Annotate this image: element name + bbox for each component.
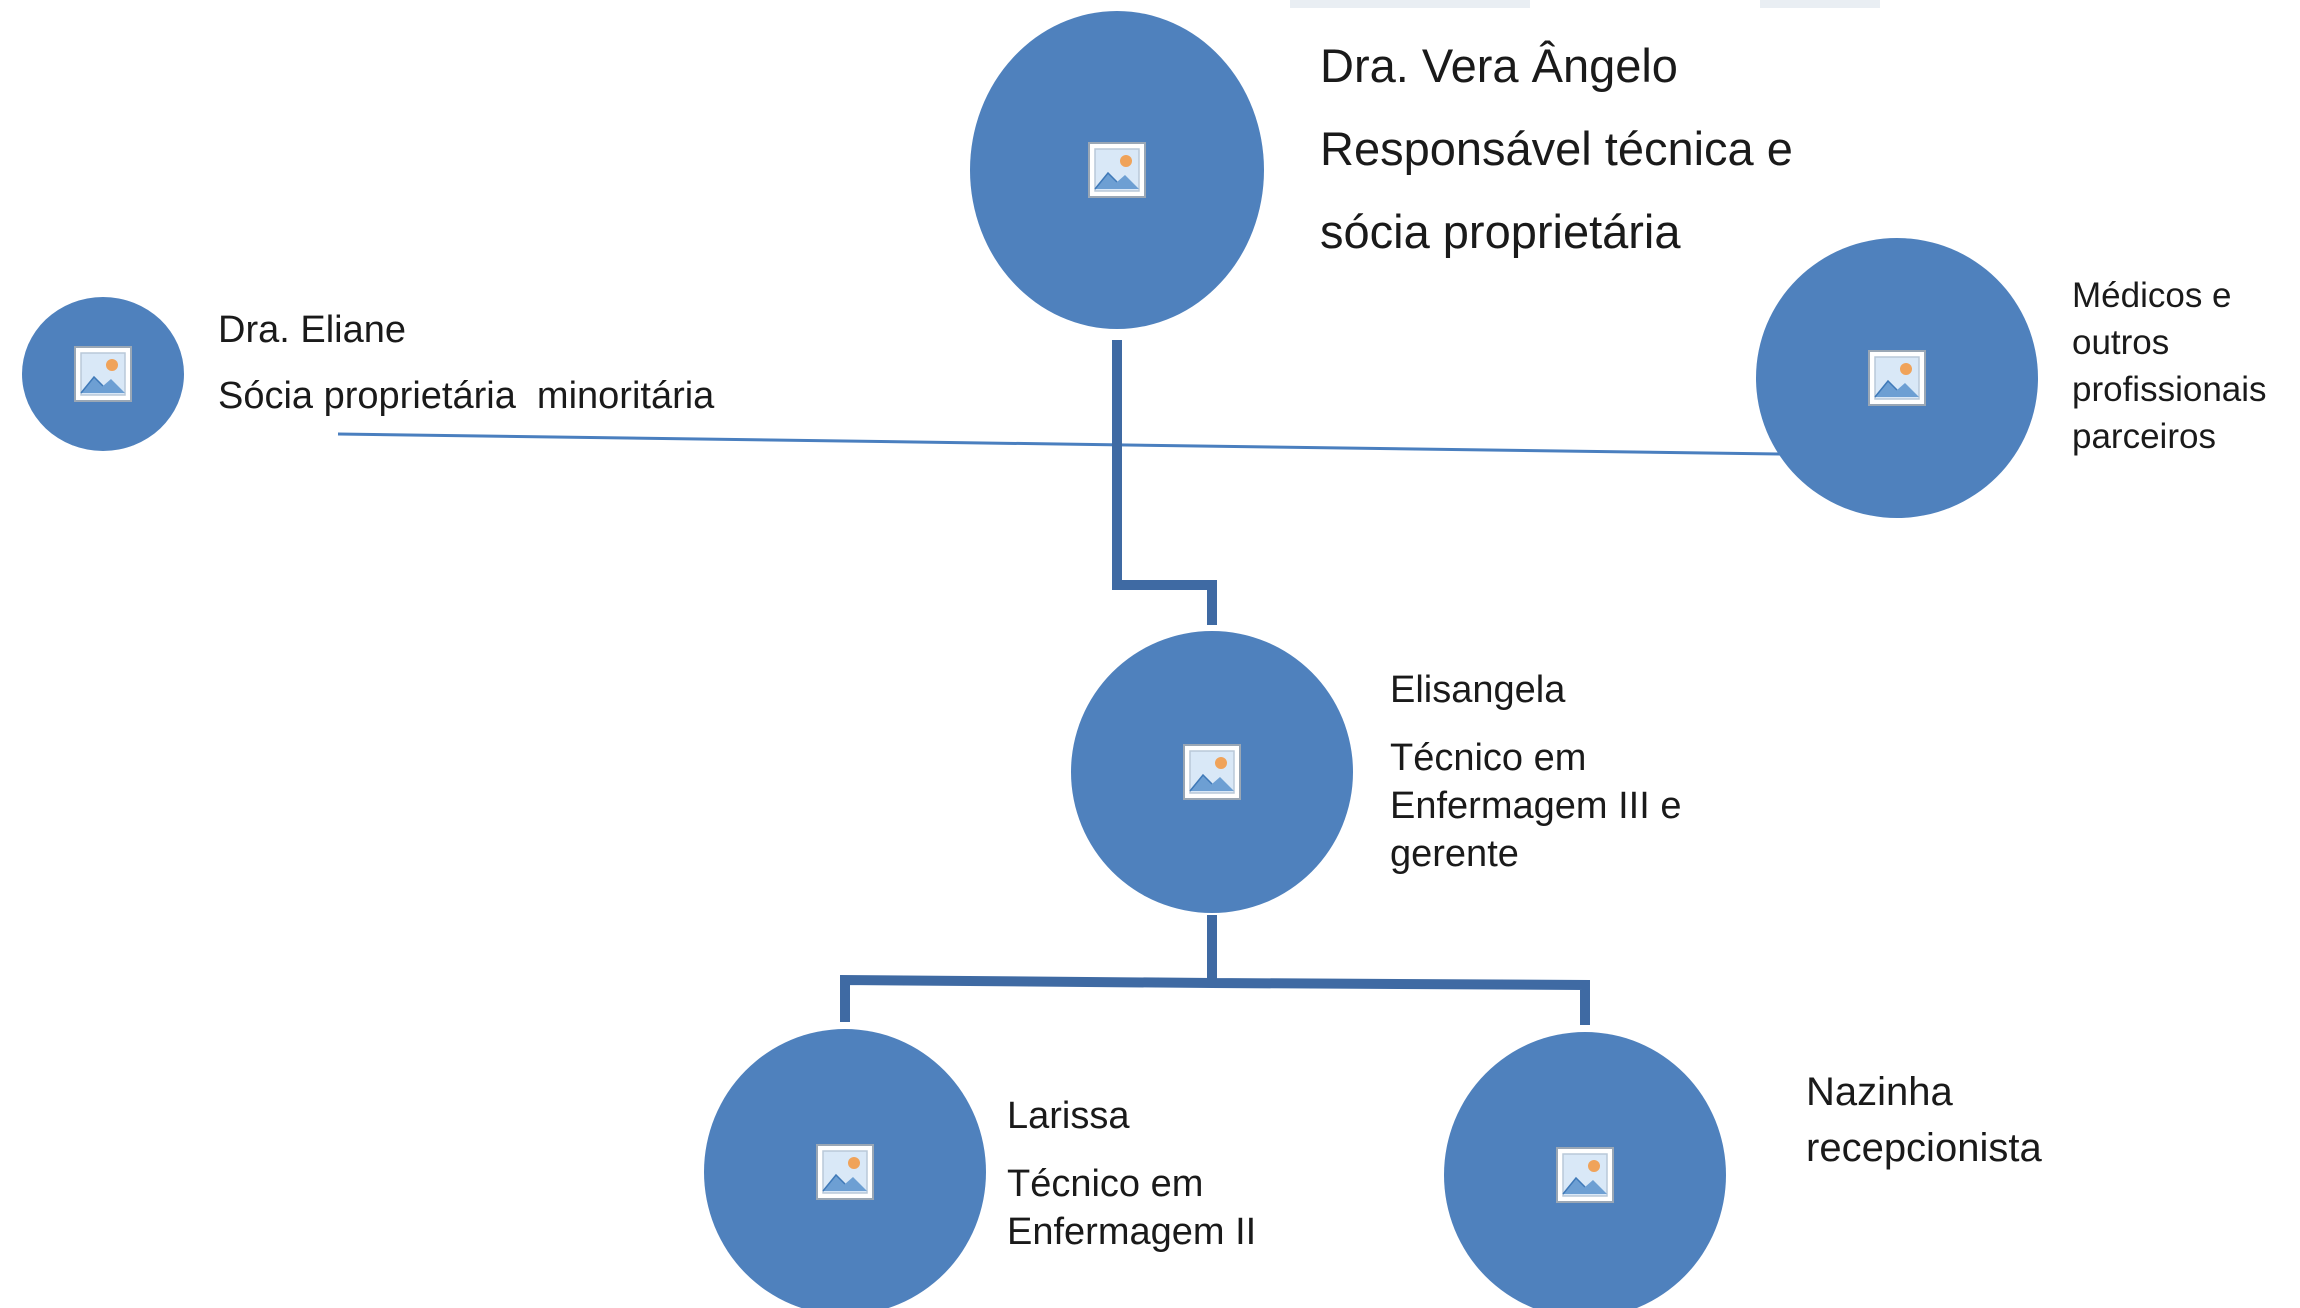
image-placeholder-icon [1088,142,1146,198]
elisangela-role-line-3: gerente [1390,833,1519,875]
nazinha-line-2: recepcionista [1806,1126,2042,1170]
node-eliane [22,297,184,451]
vera-role-line-2: sócia proprietária [1320,205,1681,258]
connector-elisangela-branch [840,915,1590,1025]
connector-vera-to-elisangela [1112,340,1217,625]
label-medicos: Médicos e outros profissionais parceiros [2072,272,2267,460]
medicos-line-2: outros [2072,323,2170,362]
node-nazinha [1444,1032,1726,1308]
image-placeholder-icon [1556,1147,1614,1203]
top-edge-strip [1290,0,1530,8]
top-edge-strip [1760,0,1880,8]
nazinha-line-1: Nazinha [1806,1070,1953,1114]
label-nazinha: Nazinha recepcionista [1806,1064,2042,1176]
medicos-line-4: parceiros [2072,417,2216,456]
medicos-line-3: profissionais [2072,370,2267,409]
label-elisangela: Elisangela Técnico em Enfermagem III e g… [1390,666,1681,878]
label-larissa: Larissa Técnico em Enfermagem II [1007,1092,1256,1256]
larissa-role-line-2: Enfermagem II [1007,1211,1257,1253]
image-placeholder-icon [1868,350,1926,406]
elisangela-name: Elisangela [1390,669,1566,711]
label-eliane: Dra. Eliane Sócia proprietária minoritár… [218,306,714,420]
medicos-line-1: Médicos e [2072,276,2232,315]
label-vera: Dra. Vera Ângelo Responsável técnica e s… [1320,24,1793,273]
larissa-role-line-1: Técnico em [1007,1163,1204,1205]
larissa-name: Larissa [1007,1095,1130,1137]
elisangela-role-line-1: Técnico em [1390,737,1587,779]
elisangela-role-line-2: Enfermagem III e [1390,785,1682,827]
image-placeholder-icon [74,346,132,402]
image-placeholder-icon [816,1144,874,1200]
eliane-role: Sócia proprietária minoritária [218,375,715,417]
node-medicos [1756,238,2038,518]
node-larissa [704,1029,986,1308]
partner-link-line [337,432,1849,457]
vera-name: Dra. Vera Ângelo [1320,39,1678,92]
vera-role-line-1: Responsável técnica e [1320,122,1793,175]
node-vera [970,11,1264,329]
eliane-name: Dra. Eliane [218,309,406,351]
image-placeholder-icon [1183,744,1241,800]
node-elisangela [1071,631,1353,913]
